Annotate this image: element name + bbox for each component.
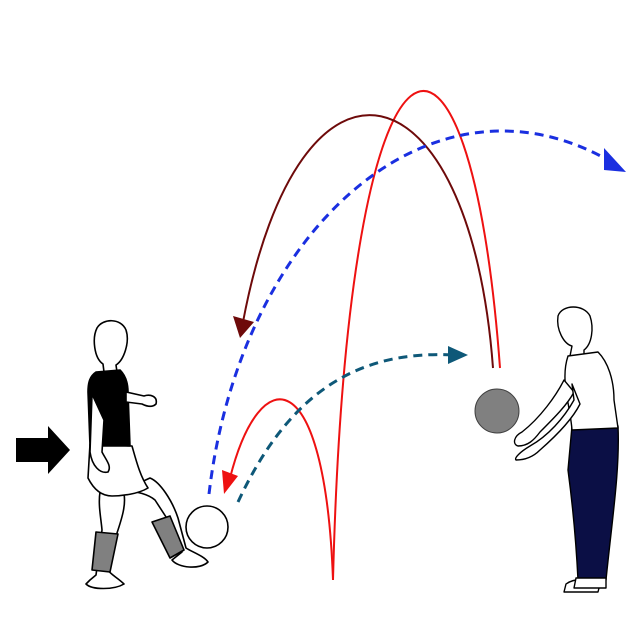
player-back-arm	[89, 393, 111, 474]
coach-front-arm	[513, 379, 575, 447]
trajectory-blue-dashed	[207, 129, 609, 495]
coach-shirt	[564, 351, 619, 431]
coach-pants	[567, 425, 619, 581]
trajectory-small-red	[229, 398, 334, 581]
direction-arrow-icon	[16, 426, 70, 474]
kicked-ball-icon	[185, 505, 229, 549]
arrowhead-blue-icon	[604, 148, 626, 172]
coach-back-arm	[514, 383, 581, 461]
coach-head	[557, 306, 593, 357]
trajectory-teal-dashed	[236, 353, 455, 503]
arrowhead-dark-red-icon	[233, 316, 254, 338]
arrowhead-teal-icon	[448, 346, 468, 364]
player-back-sock	[91, 531, 119, 573]
kicking-player-figure	[85, 319, 209, 590]
coach-shoe-front	[573, 577, 607, 589]
player-kicking-sock	[151, 515, 185, 559]
player-head	[93, 319, 129, 373]
trajectory-tall-red	[332, 89, 501, 581]
player-front-arm	[125, 391, 158, 408]
arrowhead-small-red-icon	[222, 470, 238, 494]
thrown-ball-icon	[474, 388, 520, 434]
throwing-coach-figure	[513, 306, 619, 593]
trajectory-dark-red	[242, 114, 494, 369]
